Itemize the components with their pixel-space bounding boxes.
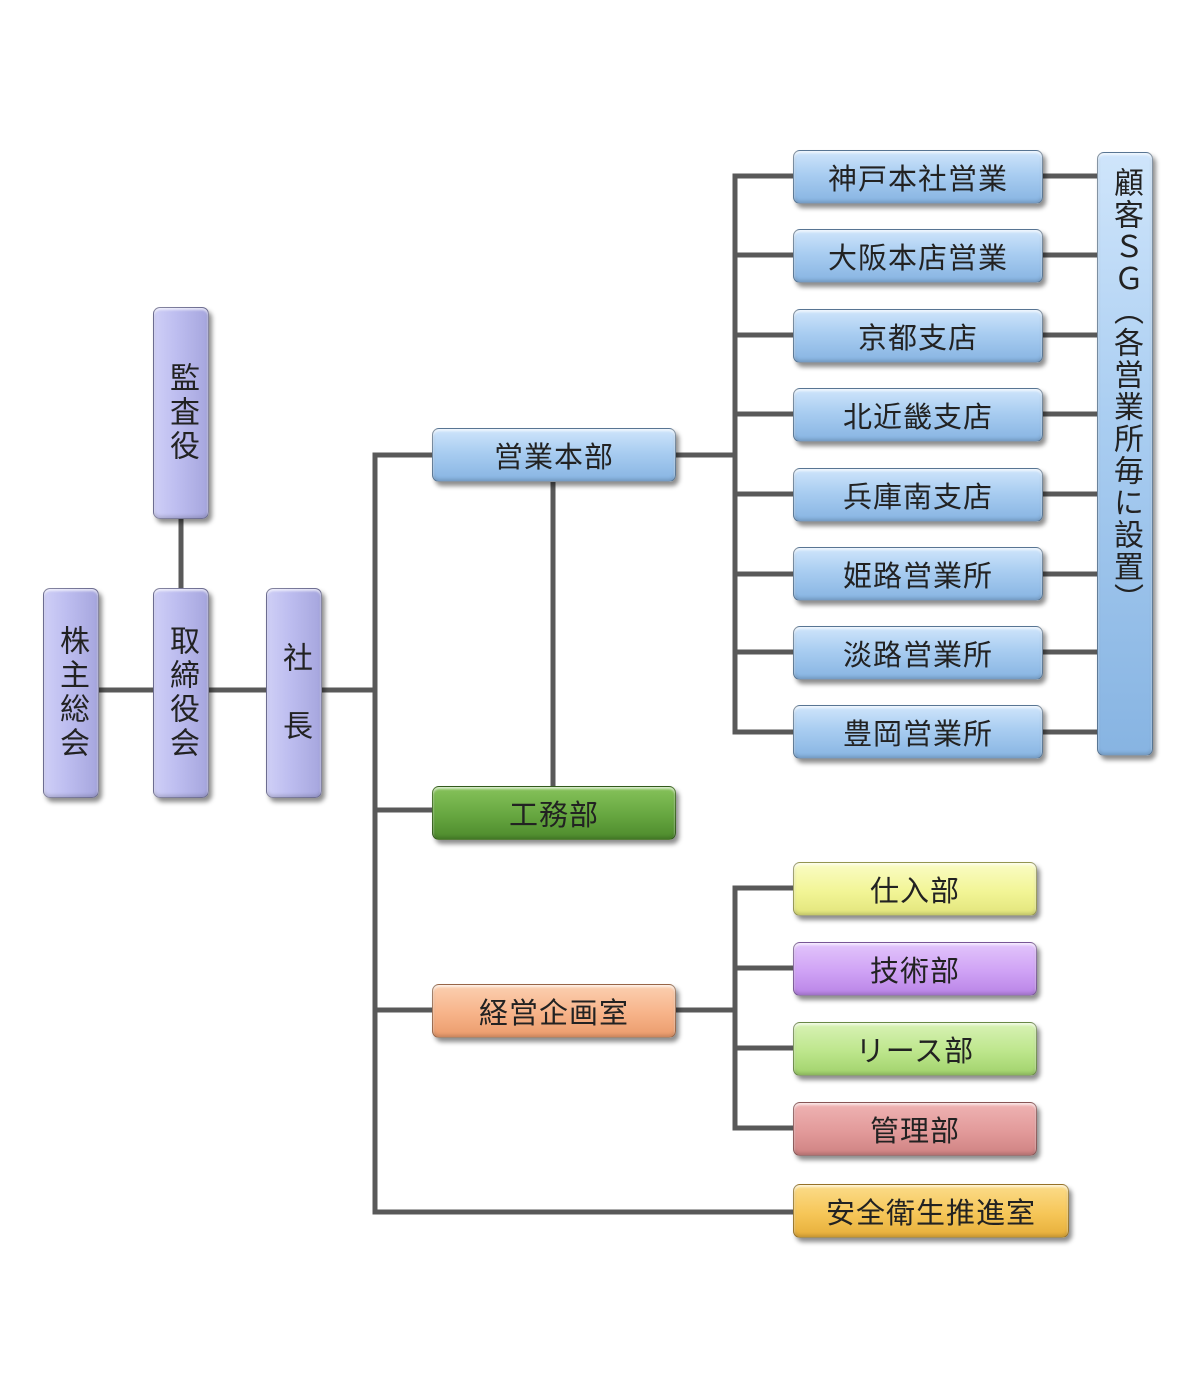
sales-headquarters-box: 営業本部: [432, 428, 676, 482]
lease-dept-box: リース部: [793, 1022, 1037, 1076]
auditor-box: 監査役: [153, 307, 209, 519]
president-box: 社 長: [266, 588, 322, 798]
construction-dept-box: 工務部: [432, 786, 676, 840]
office-box: 大阪本店営業: [793, 229, 1043, 283]
office-box: 北近畿支店: [793, 388, 1043, 442]
management-dept-box: 管理部: [793, 1102, 1037, 1156]
office-box: 京都支店: [793, 309, 1043, 363]
shareholders-meeting-box: 株主総会: [43, 588, 99, 798]
purchasing-dept-box: 仕入部: [793, 862, 1037, 916]
board-of-directors-box: 取締役会: [153, 588, 209, 798]
customer-sg-box: 顧客ＳＧ（各営業所毎に設置）: [1097, 152, 1153, 756]
planning-office-box: 経営企画室: [432, 984, 676, 1038]
office-box: 兵庫南支店: [793, 468, 1043, 522]
technical-dept-box: 技術部: [793, 942, 1037, 996]
office-box: 淡路営業所: [793, 626, 1043, 680]
office-box: 姫路営業所: [793, 547, 1043, 601]
office-box: 神戸本社営業: [793, 150, 1043, 204]
office-box: 豊岡営業所: [793, 705, 1043, 759]
safety-office-box: 安全衛生推進室: [793, 1184, 1069, 1238]
